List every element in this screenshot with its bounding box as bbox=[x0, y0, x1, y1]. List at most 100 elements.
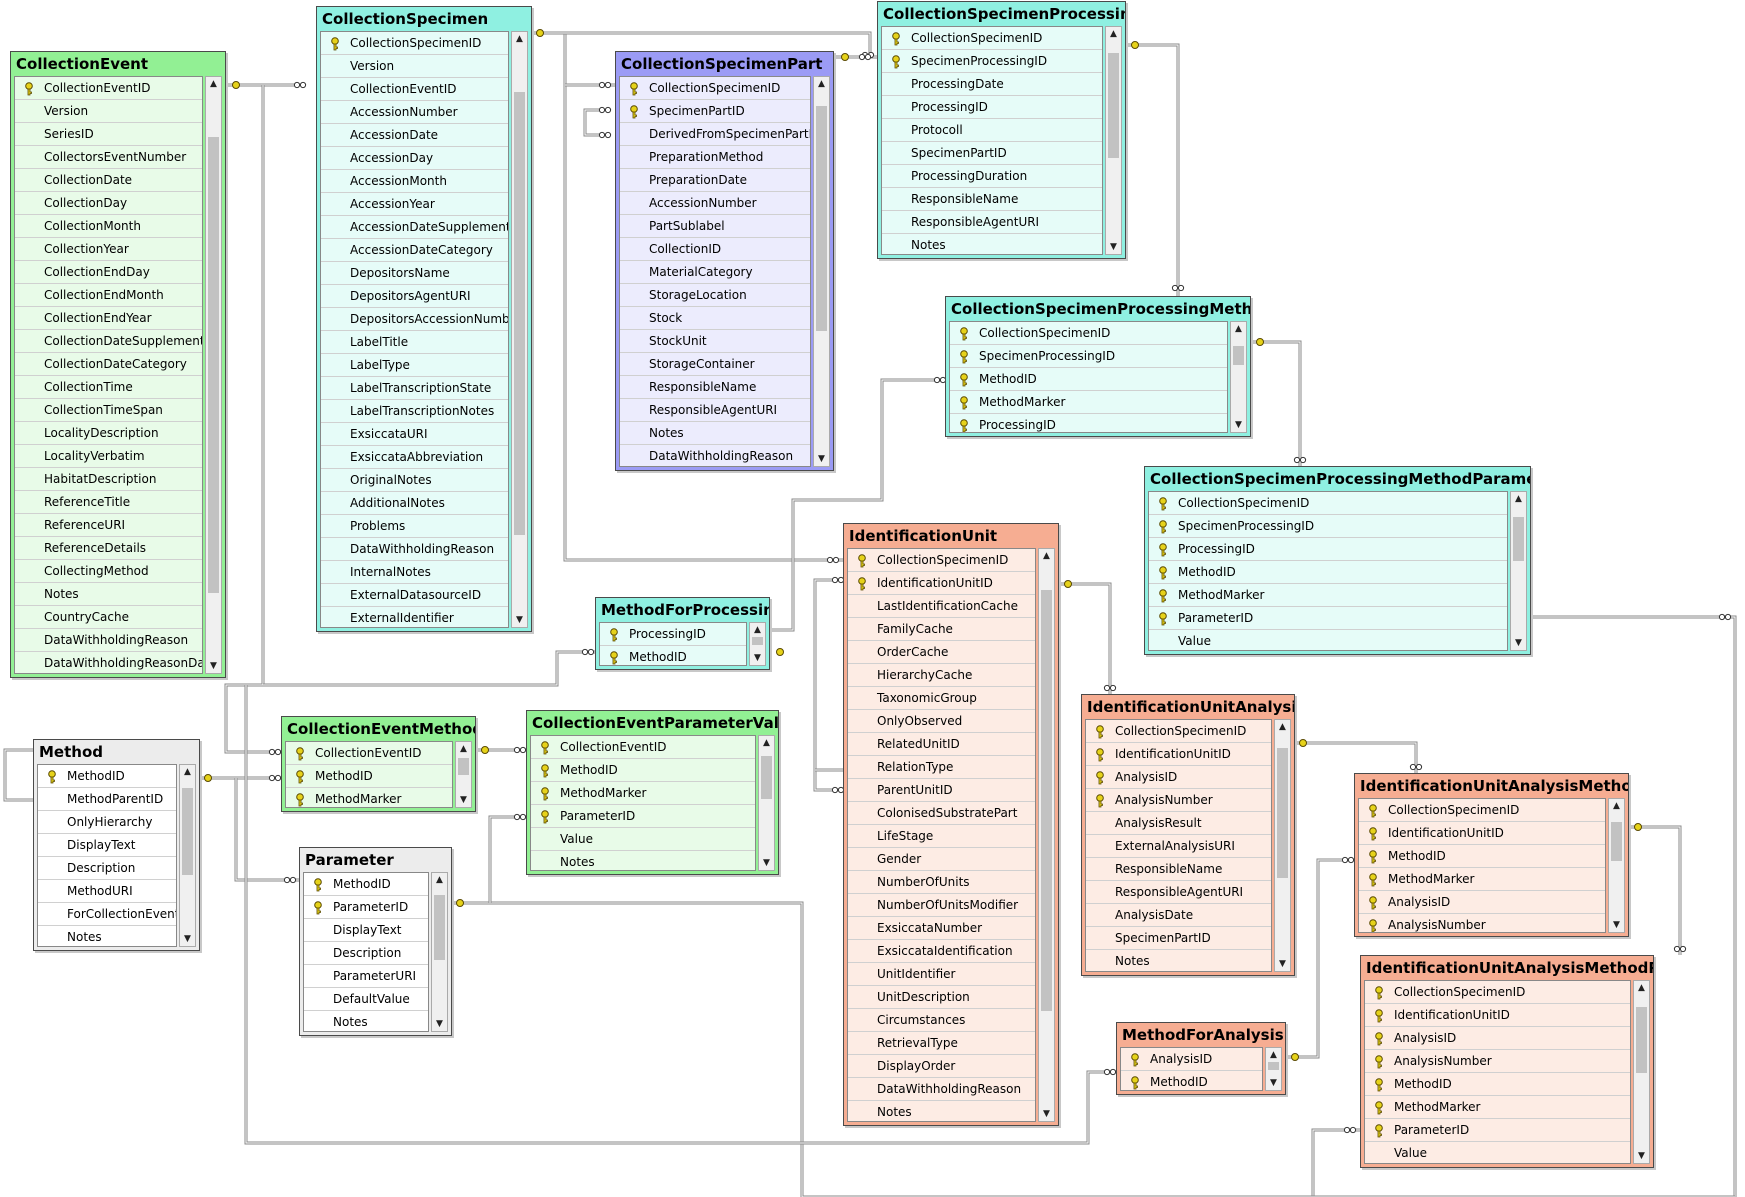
field-row[interactable]: LastIdentificationCache bbox=[848, 595, 1035, 618]
field-row[interactable]: ResponsibleName bbox=[620, 376, 810, 399]
field-row[interactable]: AnalysisNumber bbox=[1359, 914, 1605, 932]
field-row[interactable]: ProcessingID bbox=[1149, 538, 1507, 561]
field-row[interactable]: AnalysisNumber bbox=[1086, 789, 1271, 812]
scrollbar-thumb[interactable] bbox=[1277, 747, 1288, 878]
field-row[interactable]: Description bbox=[304, 942, 428, 965]
table-CollectionSpecimenProcessingMethodParameter[interactable]: CollectionSpecimenProcessingMethodParame… bbox=[1144, 466, 1531, 655]
field-row[interactable]: Notes bbox=[882, 234, 1102, 254]
field-row[interactable]: AnalysisID bbox=[1359, 891, 1605, 914]
scroll-up-arrow-icon[interactable]: ▲ bbox=[184, 767, 191, 777]
scrollbar-thumb[interactable] bbox=[752, 637, 763, 645]
field-row[interactable]: DisplayOrder bbox=[848, 1055, 1035, 1078]
field-row[interactable]: AnalysisDate bbox=[1086, 904, 1271, 927]
field-row[interactable]: DepositorsAgentURI bbox=[321, 285, 508, 308]
field-row[interactable]: FamilyCache bbox=[848, 618, 1035, 641]
field-row[interactable]: LocalityDescription bbox=[15, 422, 202, 445]
field-row[interactable]: ExsiccataNumber bbox=[848, 917, 1035, 940]
scroll-down-arrow-icon[interactable]: ▼ bbox=[1279, 959, 1286, 969]
field-row[interactable]: CollectionEndMonth bbox=[15, 284, 202, 307]
scroll-down-arrow-icon[interactable]: ▼ bbox=[1515, 638, 1522, 648]
field-row[interactable]: CollectionSpecimenID bbox=[1365, 981, 1630, 1004]
table-title[interactable]: CollectionSpecimen bbox=[322, 10, 489, 28]
field-row[interactable]: ParameterID bbox=[304, 896, 428, 919]
table-title[interactable]: MethodForAnalysis bbox=[1122, 1026, 1284, 1044]
scrollbar-thumb[interactable] bbox=[1108, 53, 1119, 158]
field-row[interactable]: ProcessingDate bbox=[882, 73, 1102, 96]
vertical-scrollbar[interactable]: ▲▼ bbox=[1230, 321, 1247, 433]
field-row[interactable]: DataWithholdingReasonDate bbox=[15, 652, 202, 673]
field-row[interactable]: CollectionEndYear bbox=[15, 307, 202, 330]
field-row[interactable]: DataWithholdingReason bbox=[848, 1078, 1035, 1101]
field-row[interactable]: MaterialCategory bbox=[620, 261, 810, 284]
scroll-down-arrow-icon[interactable]: ▼ bbox=[1235, 420, 1242, 430]
table-title[interactable]: Parameter bbox=[305, 851, 394, 869]
field-row[interactable]: ForCollectionEvent bbox=[38, 903, 176, 926]
field-row[interactable]: LifeStage bbox=[848, 825, 1035, 848]
table-title[interactable]: CollectionEventMethod bbox=[287, 720, 475, 738]
scroll-up-arrow-icon[interactable]: ▲ bbox=[516, 34, 523, 44]
field-row[interactable]: AccessionDateCategory bbox=[321, 239, 508, 262]
table-title[interactable]: IdentificationUnitAnalysisMethodParamete… bbox=[1366, 959, 1653, 977]
field-row[interactable]: ExsiccataAbbreviation bbox=[321, 446, 508, 469]
vertical-scrollbar[interactable]: ▲▼ bbox=[455, 741, 472, 808]
field-row[interactable]: SpecimenPartID bbox=[1086, 927, 1271, 950]
table-title[interactable]: Method bbox=[39, 743, 103, 761]
field-row[interactable]: MethodID bbox=[1359, 845, 1605, 868]
field-row[interactable]: IdentificationUnitID bbox=[1086, 743, 1271, 766]
field-row[interactable]: CollectingMethod bbox=[15, 560, 202, 583]
vertical-scrollbar[interactable]: ▲▼ bbox=[1633, 980, 1650, 1164]
scroll-up-arrow-icon[interactable]: ▲ bbox=[754, 625, 761, 635]
scroll-up-arrow-icon[interactable]: ▲ bbox=[1279, 722, 1286, 732]
table-IdentificationUnitAnalysisMethodParameter[interactable]: IdentificationUnitAnalysisMethodParamete… bbox=[1360, 955, 1654, 1168]
field-row[interactable]: ExternalAnalysisURI bbox=[1086, 835, 1271, 858]
field-row[interactable]: ParameterID bbox=[1365, 1119, 1630, 1142]
field-row[interactable]: TaxonomicGroup bbox=[848, 687, 1035, 710]
field-row[interactable]: MethodID bbox=[286, 765, 452, 788]
field-row[interactable]: IdentificationUnitID bbox=[1359, 822, 1605, 845]
field-row[interactable]: HierarchyCache bbox=[848, 664, 1035, 687]
field-row[interactable]: MethodMarker bbox=[286, 788, 452, 807]
field-row[interactable]: MethodID bbox=[531, 759, 755, 782]
scroll-up-arrow-icon[interactable]: ▲ bbox=[1235, 324, 1242, 334]
scroll-down-arrow-icon[interactable]: ▼ bbox=[763, 858, 770, 868]
field-row[interactable]: Notes bbox=[15, 583, 202, 606]
table-title[interactable]: CollectionEventParameterValue bbox=[532, 714, 778, 732]
scroll-up-arrow-icon[interactable]: ▲ bbox=[1515, 494, 1522, 504]
scroll-down-arrow-icon[interactable]: ▼ bbox=[460, 795, 467, 805]
field-row[interactable]: Description bbox=[38, 857, 176, 880]
field-row[interactable]: CollectionSpecimenID bbox=[1149, 492, 1507, 515]
field-row[interactable]: AnalysisID bbox=[1086, 766, 1271, 789]
field-row[interactable]: MethodMarker bbox=[1149, 584, 1507, 607]
field-row[interactable]: Notes bbox=[304, 1011, 428, 1031]
scrollbar-thumb[interactable] bbox=[761, 756, 772, 799]
field-row[interactable]: CollectionEventID bbox=[321, 78, 508, 101]
table-title[interactable]: CollectionSpecimenProcessing bbox=[883, 5, 1125, 23]
field-row[interactable]: ResponsibleName bbox=[1086, 858, 1271, 881]
field-row[interactable]: MethodID bbox=[1149, 561, 1507, 584]
field-row[interactable]: ReferenceURI bbox=[15, 514, 202, 537]
field-row[interactable]: Notes bbox=[1086, 950, 1271, 971]
scroll-up-arrow-icon[interactable]: ▲ bbox=[763, 738, 770, 748]
field-row[interactable]: SpecimenPartID bbox=[882, 142, 1102, 165]
field-row[interactable]: AccessionYear bbox=[321, 193, 508, 216]
field-row[interactable]: HabitatDescription bbox=[15, 468, 202, 491]
scroll-up-arrow-icon[interactable]: ▲ bbox=[1270, 1050, 1277, 1060]
field-row[interactable]: ProcessingID bbox=[882, 96, 1102, 119]
field-row[interactable]: AnalysisNumber bbox=[1365, 1050, 1630, 1073]
field-row[interactable]: IdentificationUnitID bbox=[1365, 1004, 1630, 1027]
field-row[interactable]: AccessionDay bbox=[321, 147, 508, 170]
field-row[interactable]: CollectionEndDay bbox=[15, 261, 202, 284]
field-row[interactable]: Notes bbox=[531, 851, 755, 870]
field-row[interactable]: RelationType bbox=[848, 756, 1035, 779]
field-row[interactable]: CollectionEventID bbox=[15, 77, 202, 100]
field-row[interactable]: ParameterID bbox=[1149, 607, 1507, 630]
field-row[interactable]: ResponsibleAgentURI bbox=[620, 399, 810, 422]
field-row[interactable]: Problems bbox=[321, 515, 508, 538]
field-row[interactable]: MethodURI bbox=[38, 880, 176, 903]
field-row[interactable]: CollectionYear bbox=[15, 238, 202, 261]
field-row[interactable]: Protocoll bbox=[882, 119, 1102, 142]
